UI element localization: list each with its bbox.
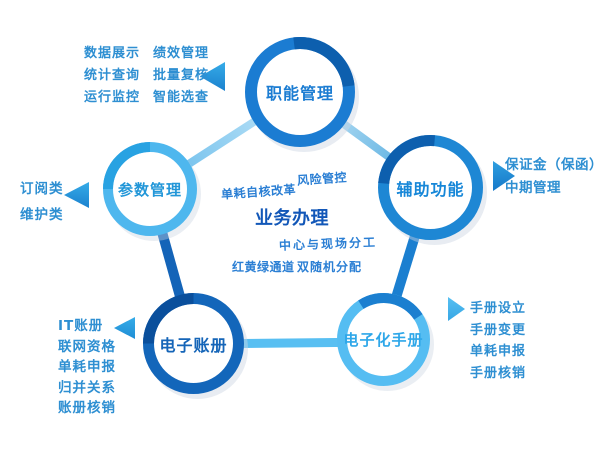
list-item: 维护类: [20, 207, 64, 223]
list-manual-items: 手册设立 手册变更 单耗申报 手册核销: [470, 298, 526, 384]
node-label: 电子账册: [159, 335, 228, 355]
node-electronic-manual: 电子化手册: [328, 284, 439, 395]
list-item: 联网资格: [58, 338, 116, 355]
list-auxiliary-function-items: 保证金（保函） 中期管理: [505, 154, 600, 200]
center-note-division-of-labor: 中心与现场分工: [278, 235, 378, 253]
list-item: 订阅类: [20, 181, 64, 197]
list-parameter-management-items: 订阅类 维护类: [20, 176, 64, 228]
center-note-risk-control: 风险管控: [296, 170, 348, 188]
list-account-book-items: IT账册 联网资格 单耗申报 归并关系 账册核销: [58, 316, 116, 419]
node-label: 参数管理: [117, 180, 182, 199]
list-item: IT账册: [58, 318, 104, 334]
center-note-random-assignment: 双随机分配: [297, 260, 363, 274]
node-auxiliary-functions: 辅助功能: [356, 113, 505, 262]
list-item: 保证金（保函）: [505, 157, 600, 173]
list-item: 统计查询: [84, 68, 141, 83]
list-item: 手册设立: [470, 301, 527, 316]
node-label: 辅助功能: [396, 179, 465, 199]
list-item: 批量复核: [153, 68, 210, 83]
list-item: 智能选查: [153, 90, 210, 105]
center-note-channel: 红黄绿通道: [232, 260, 295, 274]
list-item: 手册核销: [470, 365, 527, 381]
node-parameter-management: 参数管理: [83, 122, 217, 256]
list-item: 手册变更: [470, 322, 527, 338]
center-title: 业务办理: [255, 208, 329, 229]
list-item: 单耗申报: [470, 344, 527, 359]
list-item: 运行监控: [84, 90, 141, 105]
list-column: 绩效管理 批量复核 智能选查: [153, 43, 209, 109]
list-item: 单耗申报: [58, 359, 116, 375]
list-item: 归并关系: [58, 379, 116, 396]
list-item: 账册核销: [58, 400, 116, 416]
list-item: 中期管理: [505, 180, 561, 196]
list-item: 数据展示: [84, 46, 141, 61]
list-function-management-items: 数据展示 统计查询 运行监控 绩效管理 批量复核 智能选查: [84, 43, 209, 109]
node-function-management: 职能管理: [222, 14, 378, 170]
node-electronic-account-book: 电子账册: [122, 272, 265, 415]
list-item: 绩效管理: [153, 46, 210, 61]
list-column: 数据展示 统计查询 运行监控: [84, 43, 140, 109]
node-label: 电子化手册: [343, 331, 424, 349]
node-label: 职能管理: [265, 84, 334, 103]
